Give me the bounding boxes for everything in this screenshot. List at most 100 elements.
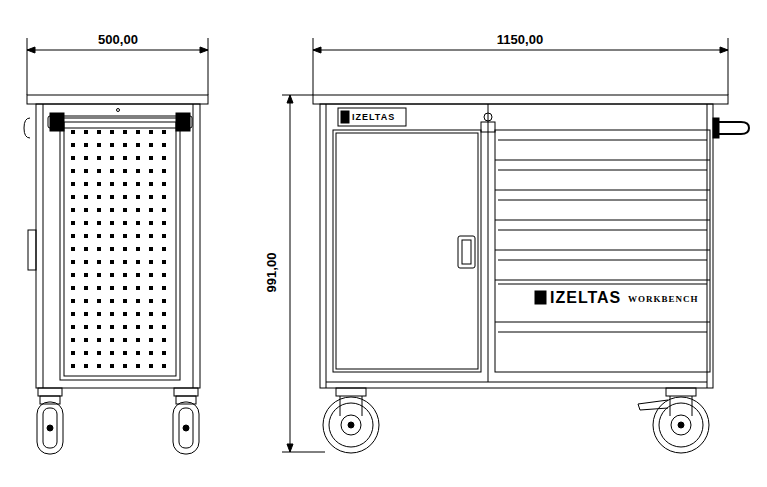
peg-hole: [123, 130, 127, 134]
peg-hole: [84, 169, 88, 173]
peg-hole: [162, 182, 166, 186]
peg-hole: [136, 338, 140, 342]
peg-hole: [162, 221, 166, 225]
peg-hole: [84, 234, 88, 238]
peg-hole: [71, 169, 75, 173]
peg-hole: [162, 169, 166, 173]
peg-hole: [149, 260, 153, 264]
peg-hole: [162, 156, 166, 160]
front-view: [313, 95, 749, 453]
peg-hole: [110, 130, 114, 134]
peg-hole: [97, 299, 101, 303]
peg-hole: [84, 260, 88, 264]
peg-hole: [123, 156, 127, 160]
peg-hole: [136, 312, 140, 316]
peg-hole: [71, 130, 75, 134]
peg-hole: [149, 143, 153, 147]
peg-hole: [97, 221, 101, 225]
peg-hole: [123, 208, 127, 212]
peg-hole: [149, 299, 153, 303]
peg-hole: [149, 234, 153, 238]
peg-hole: [71, 325, 75, 329]
peg-hole: [136, 286, 140, 290]
brand-subtitle: WORKBENCH: [628, 295, 699, 304]
peg-hole: [162, 247, 166, 251]
peg-hole: [136, 234, 140, 238]
peg-hole: [162, 286, 166, 290]
peg-hole: [71, 221, 75, 225]
peg-hole: [71, 156, 75, 160]
peg-hole: [110, 351, 114, 355]
peg-hole: [149, 273, 153, 277]
peg-hole: [84, 247, 88, 251]
brand-logo: IZELTAS: [550, 290, 621, 306]
peg-hole: [71, 364, 75, 368]
peg-hole: [162, 130, 166, 134]
peg-hole: [97, 325, 101, 329]
peg-hole: [71, 234, 75, 238]
peg-hole: [162, 143, 166, 147]
peg-hole: [162, 364, 166, 368]
peg-hole: [123, 234, 127, 238]
peg-hole: [84, 195, 88, 199]
side-view: [24, 95, 208, 454]
peg-hole: [123, 273, 127, 277]
peg-hole: [110, 299, 114, 303]
peg-hole: [136, 195, 140, 199]
peg-hole: [110, 182, 114, 186]
peg-hole: [123, 247, 127, 251]
peg-hole: [123, 195, 127, 199]
peg-hole: [162, 351, 166, 355]
peg-hole: [97, 195, 101, 199]
peg-hole: [71, 143, 75, 147]
peg-hole: [162, 338, 166, 342]
peg-hole: [84, 156, 88, 160]
brand-logo: IZELTAS: [352, 113, 395, 122]
peg-hole: [123, 299, 127, 303]
peg-hole: [162, 325, 166, 329]
peg-hole: [149, 325, 153, 329]
peg-hole: [97, 260, 101, 264]
peg-hole: [123, 169, 127, 173]
peg-hole: [149, 286, 153, 290]
peg-hole: [84, 299, 88, 303]
peg-hole: [84, 351, 88, 355]
peg-hole: [123, 338, 127, 342]
peg-hole: [149, 195, 153, 199]
peg-hole: [97, 130, 101, 134]
peg-hole: [162, 299, 166, 303]
peg-hole: [97, 143, 101, 147]
peg-hole: [97, 286, 101, 290]
peg-hole: [110, 221, 114, 225]
peg-hole: [84, 364, 88, 368]
peg-hole: [136, 364, 140, 368]
peg-hole: [97, 273, 101, 277]
peg-hole: [71, 260, 75, 264]
peg-hole: [84, 130, 88, 134]
peg-hole: [136, 130, 140, 134]
peg-hole: [84, 312, 88, 316]
peg-hole: [71, 312, 75, 316]
peg-hole: [123, 143, 127, 147]
peg-hole: [71, 299, 75, 303]
peg-hole: [162, 312, 166, 316]
peg-hole: [110, 143, 114, 147]
peg-hole: [97, 169, 101, 173]
peg-hole: [71, 195, 75, 199]
peg-hole: [123, 364, 127, 368]
peg-hole: [123, 260, 127, 264]
dimension-lines: [27, 38, 728, 452]
peg-hole: [110, 156, 114, 160]
peg-hole: [110, 208, 114, 212]
peg-hole: [97, 312, 101, 316]
peg-hole: [97, 234, 101, 238]
peg-hole: [110, 169, 114, 173]
peg-hole: [136, 299, 140, 303]
peg-hole: [149, 338, 153, 342]
peg-hole: [97, 156, 101, 160]
peg-hole: [136, 143, 140, 147]
peg-hole: [97, 208, 101, 212]
dimension-label: 1150,00: [497, 33, 543, 46]
peg-hole: [110, 325, 114, 329]
